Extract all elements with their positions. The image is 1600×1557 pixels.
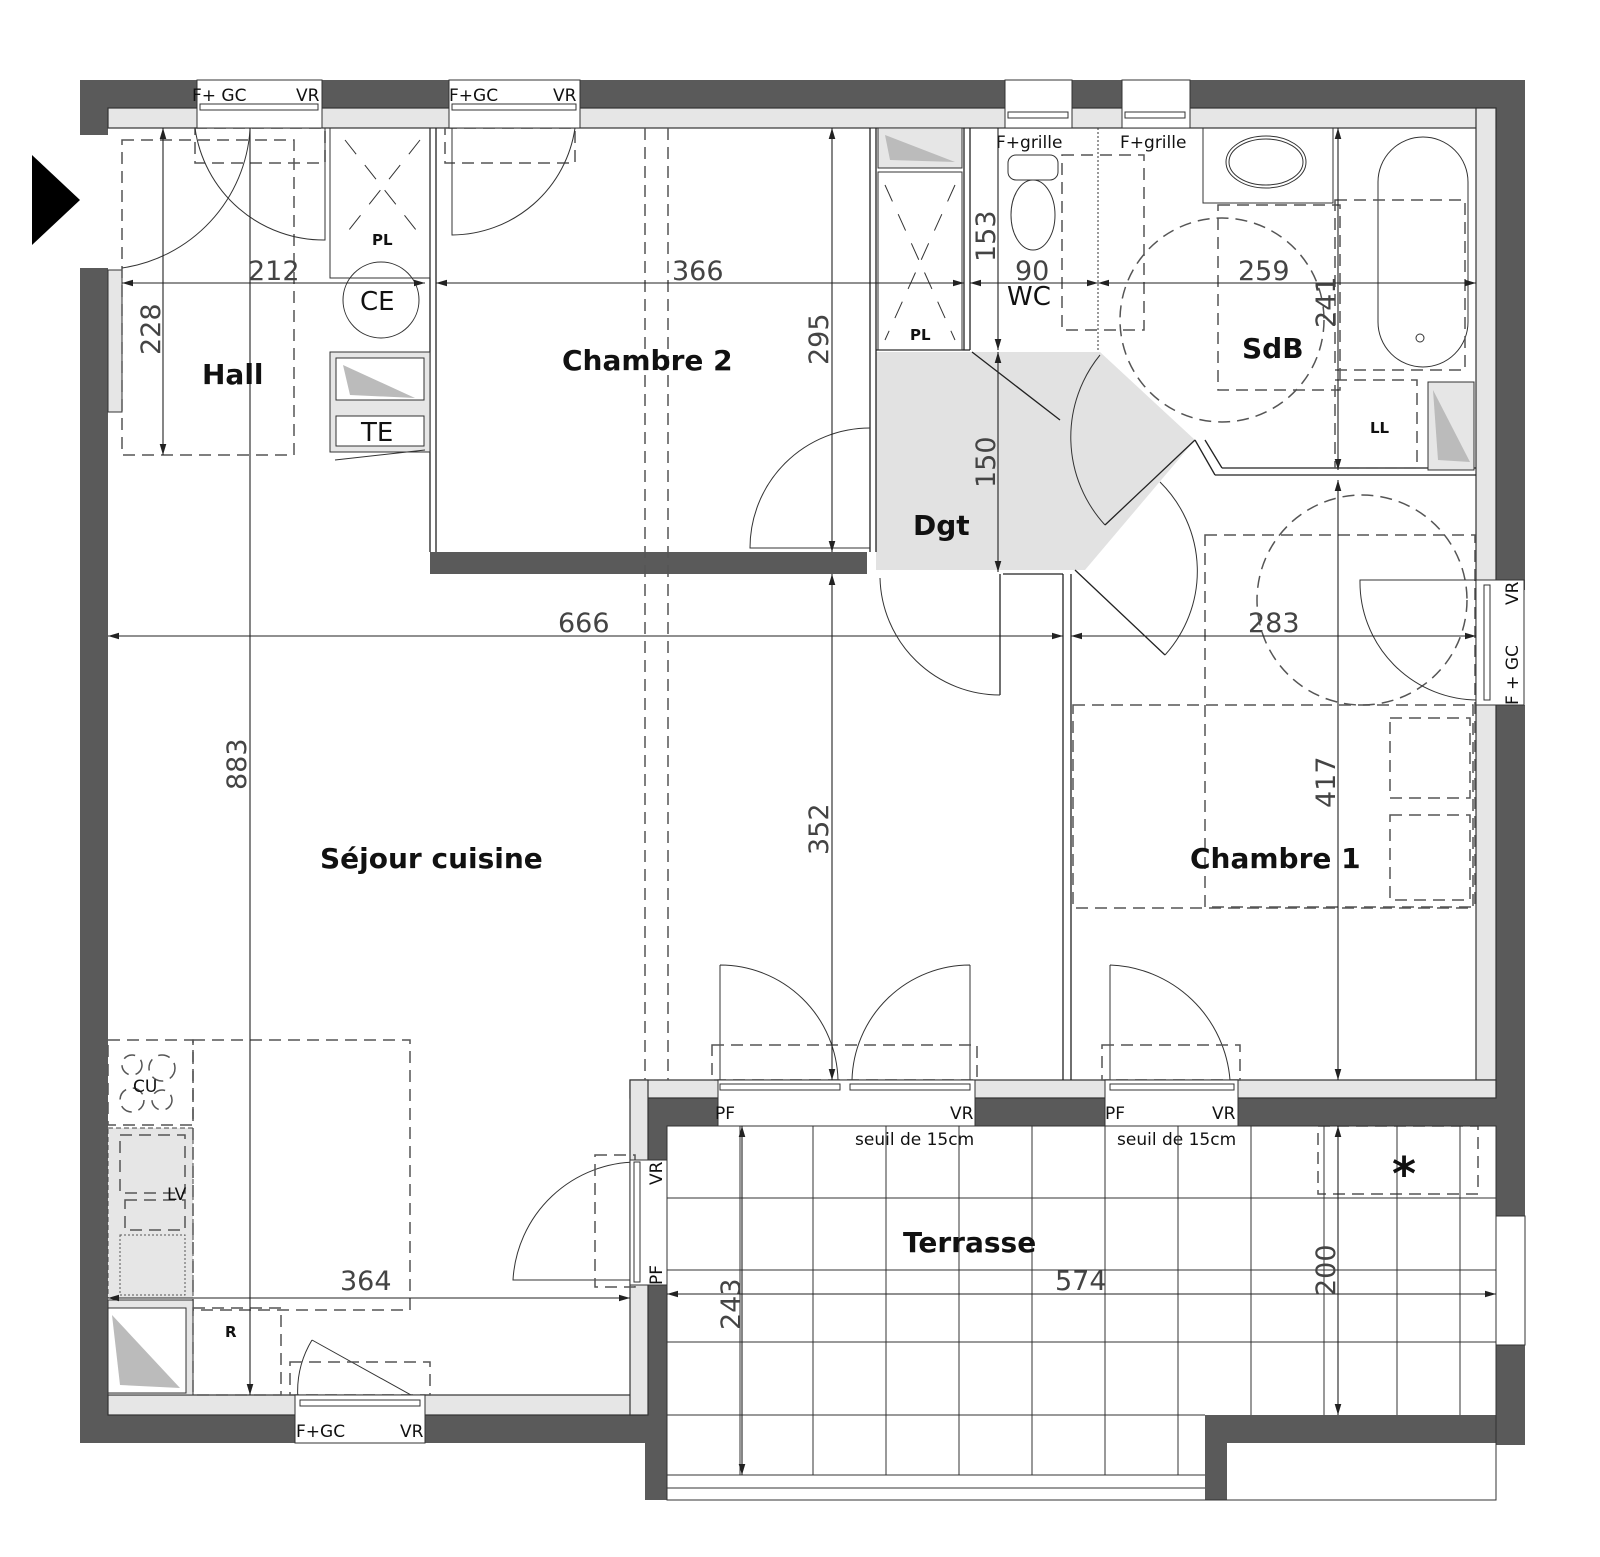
threshold-note: seuil de 15cm — [1117, 1130, 1236, 1150]
dim-wc-width: 90 — [1015, 256, 1049, 287]
dgt-closet — [877, 127, 963, 351]
window-label: F+GC — [449, 86, 498, 106]
dim-dgt-height: 150 — [971, 436, 1002, 488]
window-label: PF — [647, 1265, 667, 1285]
window-label: PF — [1105, 1104, 1125, 1124]
hall-window-zone — [194, 127, 326, 164]
dim-hall-width: 212 — [248, 256, 300, 287]
ce-label: CE — [360, 287, 395, 317]
dim-terrasse-width: 574 — [1055, 1266, 1107, 1297]
exterior-walls — [80, 80, 1525, 1500]
window-label: F+grille — [1120, 133, 1186, 153]
bathroom-fixtures — [1119, 127, 1475, 471]
dim-hall-height: 228 — [136, 303, 167, 355]
toilet-icon — [1007, 154, 1145, 331]
window-label: F+grille — [996, 133, 1062, 153]
r-label: R — [225, 1323, 237, 1341]
room-label-dgt: Dgt — [913, 509, 970, 542]
room-label-sdb: SdB — [1242, 332, 1304, 365]
entrance-arrow-icon — [32, 155, 80, 245]
dim-kitchen-width: 364 — [340, 1266, 392, 1297]
hall-pl-label: PL — [372, 231, 393, 249]
window-label: F+GC — [296, 1422, 345, 1442]
room-label-terrasse: Terrasse — [903, 1226, 1036, 1259]
star-marker: * — [1392, 1147, 1416, 1201]
dim-sdb-height: 241 — [1311, 276, 1342, 328]
hall-dashed-zone — [121, 139, 295, 456]
dim-terrasse-height: 243 — [716, 1278, 747, 1330]
window-label: VR — [647, 1161, 667, 1185]
doors — [121, 127, 1479, 1401]
dim-ch2-height: 295 — [804, 313, 835, 365]
room-label-hall: Hall — [202, 358, 264, 391]
dim-sejour-height: 883 — [222, 738, 253, 790]
window-label: VR — [296, 86, 320, 106]
terrace-tiles — [666, 1125, 1497, 1501]
lv-label: LV — [167, 1185, 187, 1205]
cu-label: CU — [133, 1077, 157, 1097]
window-label: VR — [553, 86, 577, 106]
dim-ch1-width: 283 — [1248, 608, 1300, 639]
dim-wc-height: 153 — [971, 210, 1002, 262]
te-label: TE — [360, 418, 393, 448]
window-label: VR — [1212, 1104, 1236, 1124]
dim-sejour-width: 666 — [558, 608, 610, 639]
room-label-chambre2: Chambre 2 — [562, 344, 733, 377]
room-label-wc: WC — [1007, 282, 1051, 312]
window-label: VR — [1503, 581, 1523, 605]
dim-sdb-width: 259 — [1238, 256, 1290, 287]
room-label-chambre1: Chambre 1 — [1190, 842, 1361, 875]
dim-sejour-height2: 352 — [804, 803, 835, 855]
dim-ch1-height: 417 — [1311, 756, 1342, 808]
dgt-pl-label: PL — [910, 326, 931, 344]
kitchen — [107, 1039, 411, 1396]
window-label: F+ GC — [192, 86, 246, 106]
dim-terrasse-height2: 200 — [1311, 1244, 1342, 1296]
dim-ch2-width: 366 — [672, 256, 724, 287]
windows — [196, 79, 1526, 1444]
window-label: VR — [400, 1422, 424, 1442]
dimension-lines — [108, 128, 1496, 1475]
window-label: VR — [950, 1104, 974, 1124]
interior-linings — [107, 107, 1497, 1416]
threshold-note: seuil de 15cm — [855, 1130, 974, 1150]
ch2-window-zone — [444, 127, 576, 164]
window-label: F + GC — [1503, 645, 1523, 705]
ll-label: LL — [1370, 419, 1390, 437]
room-label-sejour: Séjour cuisine — [320, 842, 543, 875]
hall-closet — [329, 127, 431, 461]
window-label: PF — [715, 1104, 735, 1124]
